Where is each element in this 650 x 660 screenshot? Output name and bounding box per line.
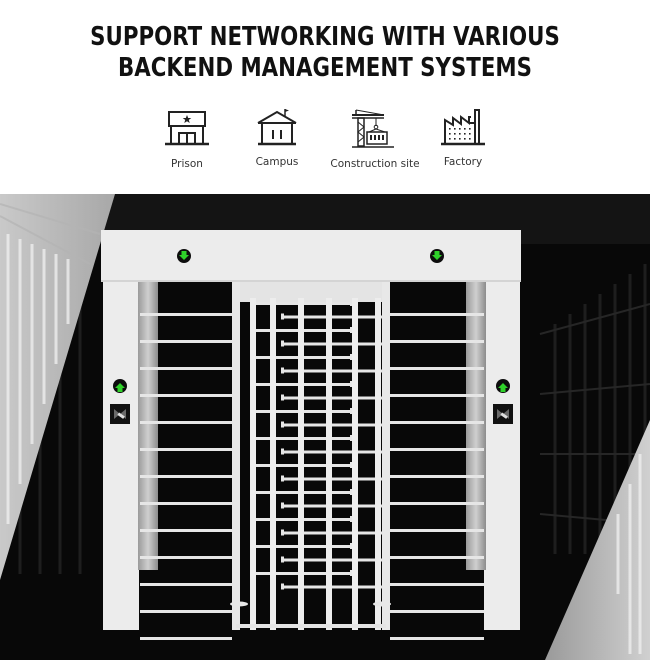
fixed-bar (140, 448, 232, 451)
rotor-arm (283, 423, 383, 427)
scenario-factory: Factory (413, 108, 513, 168)
construction-crane-icon (352, 109, 394, 148)
rotor-arm-tip (281, 340, 284, 347)
rotor-arm (283, 477, 383, 481)
rotor-arm-tip (350, 489, 353, 495)
fixed-bar (390, 421, 484, 424)
fixed-bar (140, 394, 232, 397)
turnstile (101, 230, 521, 640)
scenario-prison: Prison (137, 108, 237, 170)
fixed-bar (390, 394, 484, 397)
indicator-top-right (430, 249, 444, 263)
fixed-bar (140, 367, 232, 370)
rotor-arm (283, 558, 383, 562)
scenario-label: Factory (443, 156, 483, 168)
fixed-bar (390, 313, 484, 316)
rotor-arm-tip (350, 300, 353, 306)
right-pillar (484, 282, 520, 630)
headline-line-1: SUPPORT NETWORKING WITH VARIOUS (90, 22, 560, 52)
fixed-bar (140, 583, 232, 586)
rotor-arm-tip (350, 462, 353, 468)
fixed-bar (390, 448, 484, 451)
rotor-arm-tip (281, 421, 284, 428)
indicator-top-left (177, 249, 191, 263)
light-diagonal-left (0, 194, 115, 580)
light-diagonal-right (545, 420, 650, 660)
rotor-arm (283, 315, 383, 319)
scenario-construction-site: Construction site (325, 108, 425, 170)
rotor-arm-tip (350, 327, 353, 333)
fixed-bar (390, 475, 484, 478)
rotor-arm-tip (281, 367, 284, 374)
rotor-arm-tip (350, 516, 353, 522)
rotor-arm-tip (281, 313, 284, 320)
rotor-arm-tip (281, 394, 284, 401)
rotor-arm-tip (281, 448, 284, 455)
fixed-bars-right (390, 313, 484, 640)
rotor-arm-tip (350, 570, 353, 576)
card-reader-left (110, 404, 130, 424)
turnstile-canopy (101, 230, 521, 282)
fixed-bar (390, 340, 484, 343)
fixed-bar (140, 637, 232, 640)
fixed-bar (140, 529, 232, 532)
rotor-arm-tip (281, 502, 284, 509)
fixed-bar (140, 610, 232, 613)
application-scenarios: Prison Campus (0, 108, 650, 178)
rotor-arm (283, 585, 383, 589)
fixed-bar (390, 637, 484, 640)
indicator-left-pillar (113, 379, 127, 393)
fixed-bar (140, 421, 232, 424)
fixed-bar (390, 502, 484, 505)
fixed-bar (390, 367, 484, 370)
fixed-bars-left (140, 313, 232, 640)
fixed-bar (140, 556, 232, 559)
rotor-arm (283, 396, 383, 400)
rotor-arm-tip (350, 354, 353, 360)
fixed-bar (140, 475, 232, 478)
scenario-label: Campus (255, 156, 299, 168)
rotor-housing (240, 282, 382, 302)
factory-icon (441, 109, 485, 146)
rotor-arm (283, 531, 383, 535)
rotor-arm-tip (281, 475, 284, 482)
fixed-bar (390, 583, 484, 586)
rotor-arm-tip (350, 543, 353, 549)
rotor-arm-tip (350, 381, 353, 387)
campus-icon (257, 109, 297, 146)
rotor-arm (283, 504, 383, 508)
indicator-right-pillar (496, 379, 510, 393)
scenario-label: Construction site (330, 158, 420, 170)
header-section: SUPPORT NETWORKING WITH VARIOUS BACKEND … (0, 0, 650, 194)
fixed-bar (390, 610, 484, 613)
fixed-bar (390, 556, 484, 559)
left-pillar (103, 282, 139, 630)
fixed-bar (140, 502, 232, 505)
scenario-campus: Campus (227, 108, 327, 168)
rotor-arm-tip (281, 529, 284, 536)
fixed-bar (390, 529, 484, 532)
rotor-arm (283, 369, 383, 373)
headline: SUPPORT NETWORKING WITH VARIOUS BACKEND … (59, 22, 592, 84)
rotor-arm (283, 342, 383, 346)
rotor-arm-tip (350, 435, 353, 441)
headline-line-2: BACKEND MANAGEMENT SYSTEMS (118, 53, 532, 83)
product-photo (0, 194, 650, 660)
card-reader-right (493, 404, 513, 424)
rotor-arm (283, 450, 383, 454)
fixed-bar (140, 313, 232, 316)
rotor-arm-tip (350, 408, 353, 414)
scenario-label: Prison (171, 158, 203, 170)
rotor-arm-tip (281, 556, 284, 563)
turnstile-scene (0, 194, 650, 660)
rotor-arm-tip (281, 583, 284, 590)
prison-icon (165, 111, 209, 146)
fixed-bar (140, 340, 232, 343)
